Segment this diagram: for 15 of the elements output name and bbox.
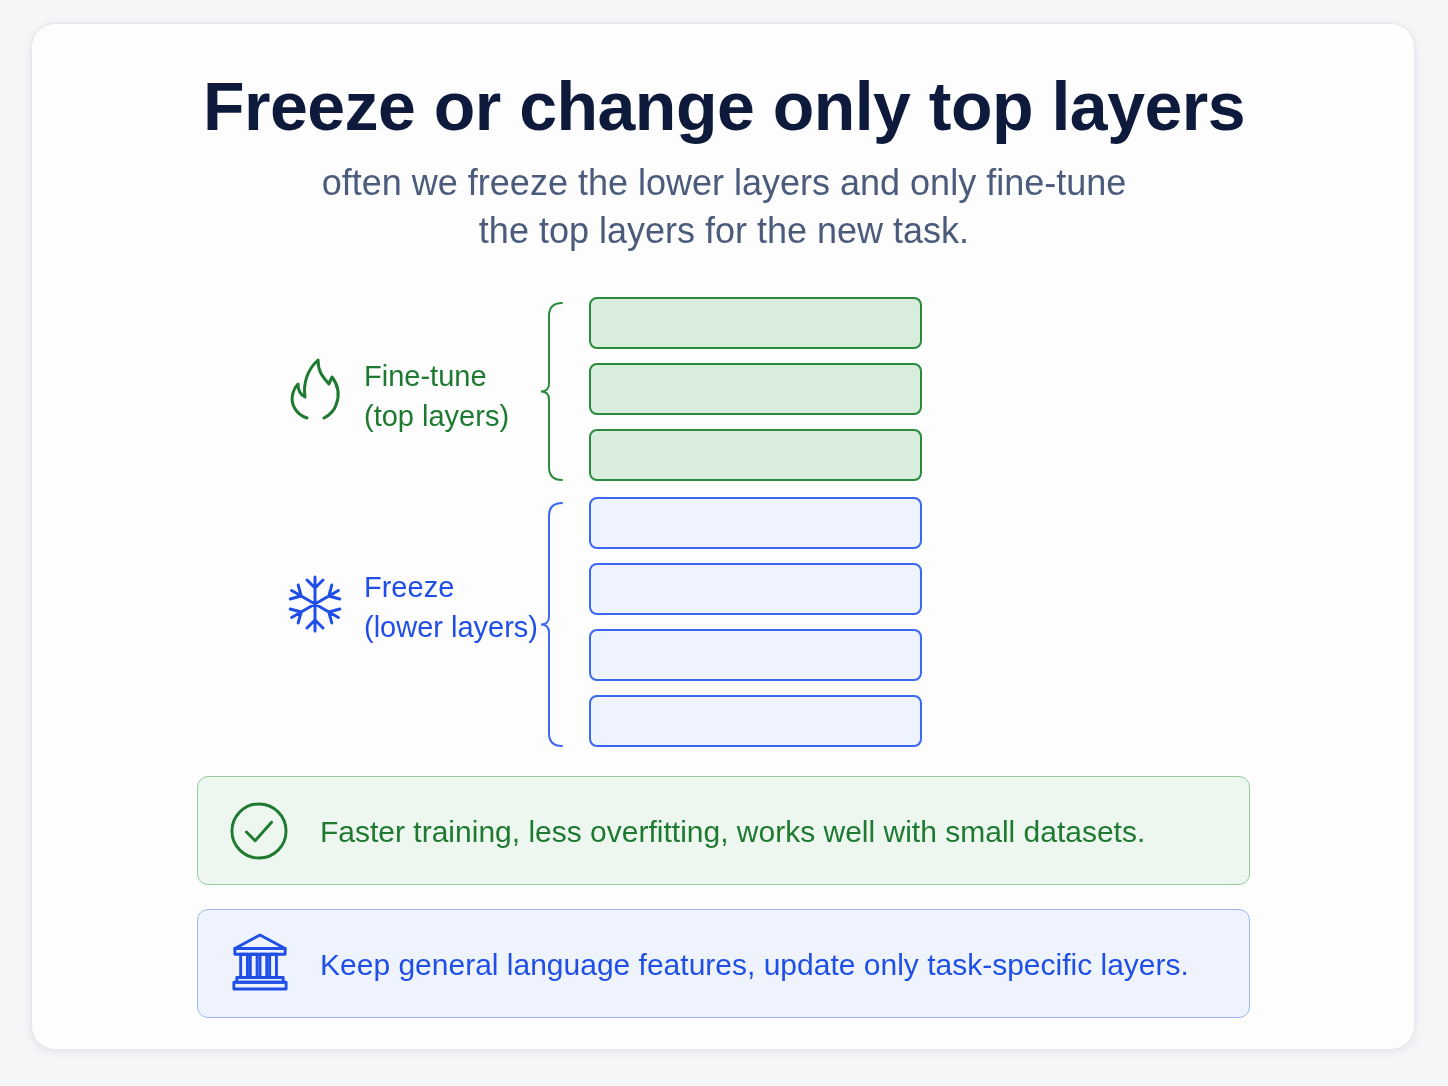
layer-block	[589, 497, 922, 549]
layer-block	[589, 629, 922, 681]
info-panel	[197, 909, 1250, 1018]
info-text: Keep general language features, update only task-specific layers.	[320, 946, 1189, 983]
layer-block	[589, 429, 922, 481]
info-text: Faster training, less overfitting, works well with small datasets.	[320, 813, 1146, 850]
group-label: Freeze (lower layers)	[364, 570, 540, 645]
group-label: Fine-tune (top layers)	[364, 359, 511, 434]
subtitle: often we freeze the lower layers and only fine-tune the top layers for the new task.	[320, 161, 1128, 253]
layer-block	[589, 695, 922, 747]
layer-block	[589, 363, 922, 415]
title: Freeze or change only top layers	[201, 67, 1247, 146]
layer-block	[589, 297, 922, 349]
info-panel	[197, 776, 1250, 885]
layer-block	[589, 563, 922, 615]
